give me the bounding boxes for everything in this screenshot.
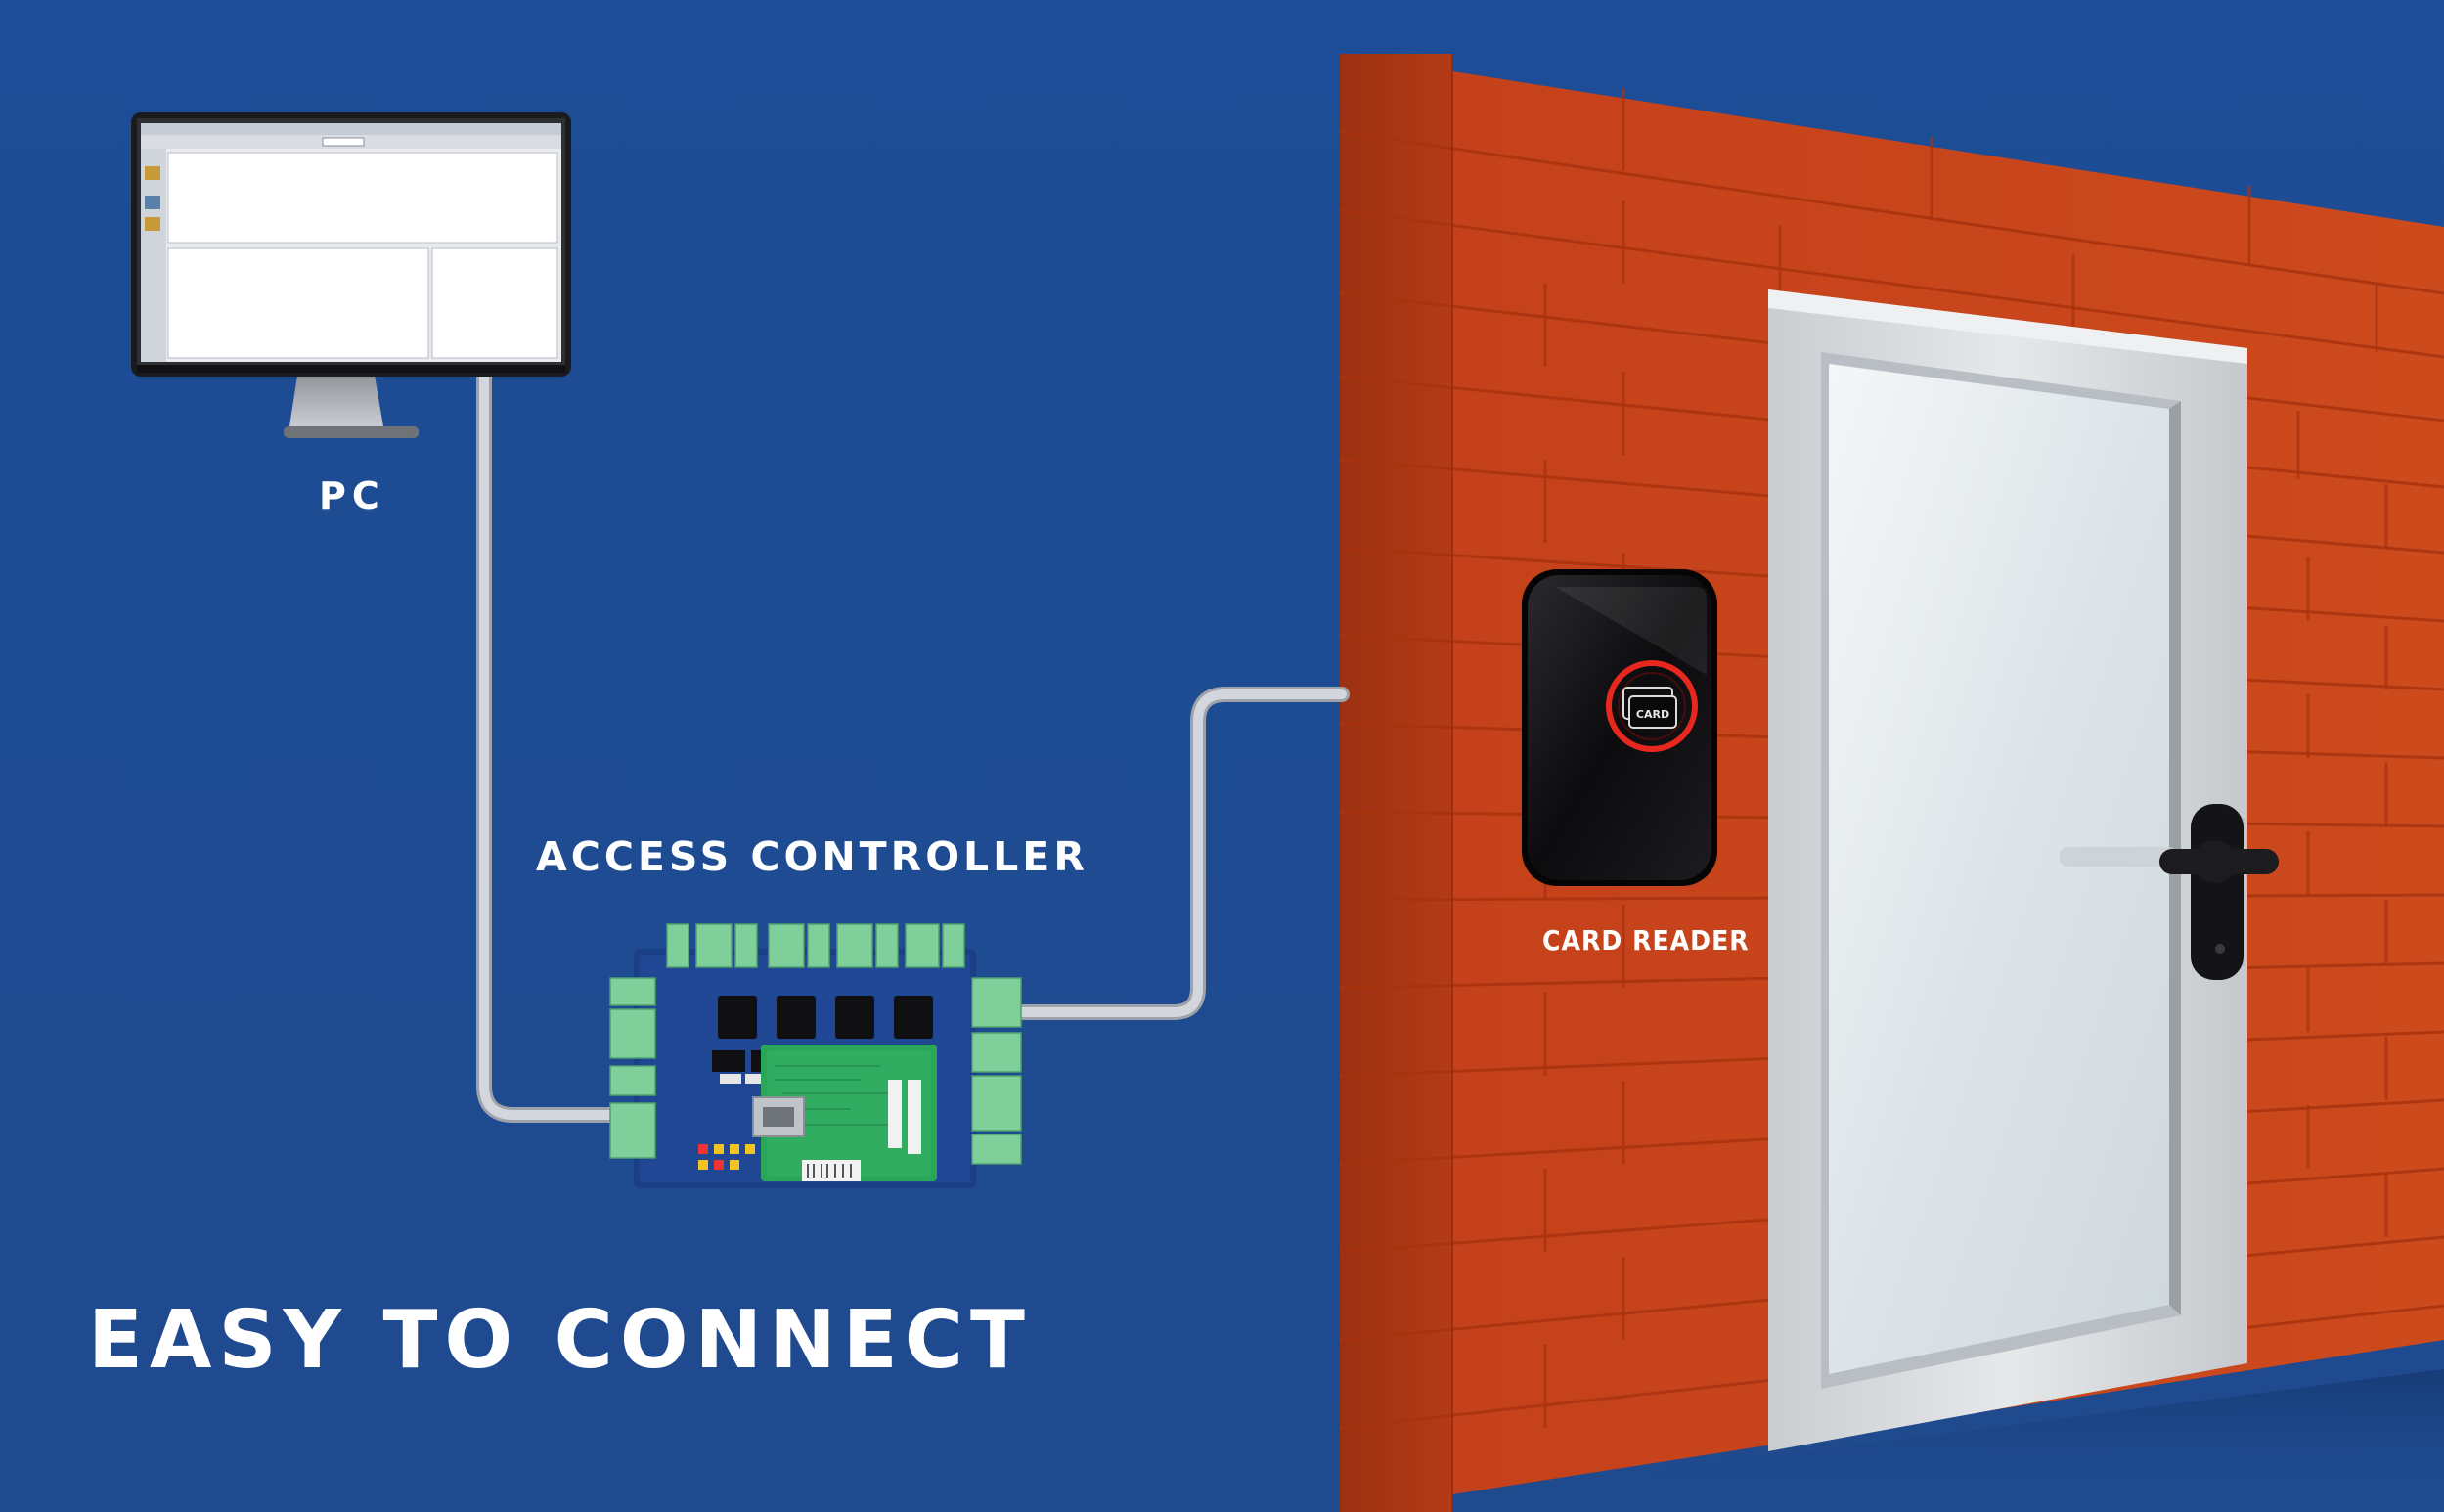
card-icon: CARD [1622,687,1677,729]
door [1768,289,2279,1451]
card-reader-icon: CARD [1522,569,1717,886]
pc-label: PC [319,474,385,517]
controller-board-icon [609,923,1022,1188]
cables [476,370,1350,1123]
door-glass [1829,364,2169,1374]
monitor-icon [131,112,571,438]
headline: EASY TO CONNECT [88,1294,1032,1387]
door-handle-icon [2159,804,2279,980]
access-controller-label: ACCESS CONTROLLER [536,833,1089,880]
card-reader-label: CARD READER [1542,924,1750,956]
floor-shadow [1340,1369,2444,1512]
card-icon-text: CARD [1636,708,1669,721]
